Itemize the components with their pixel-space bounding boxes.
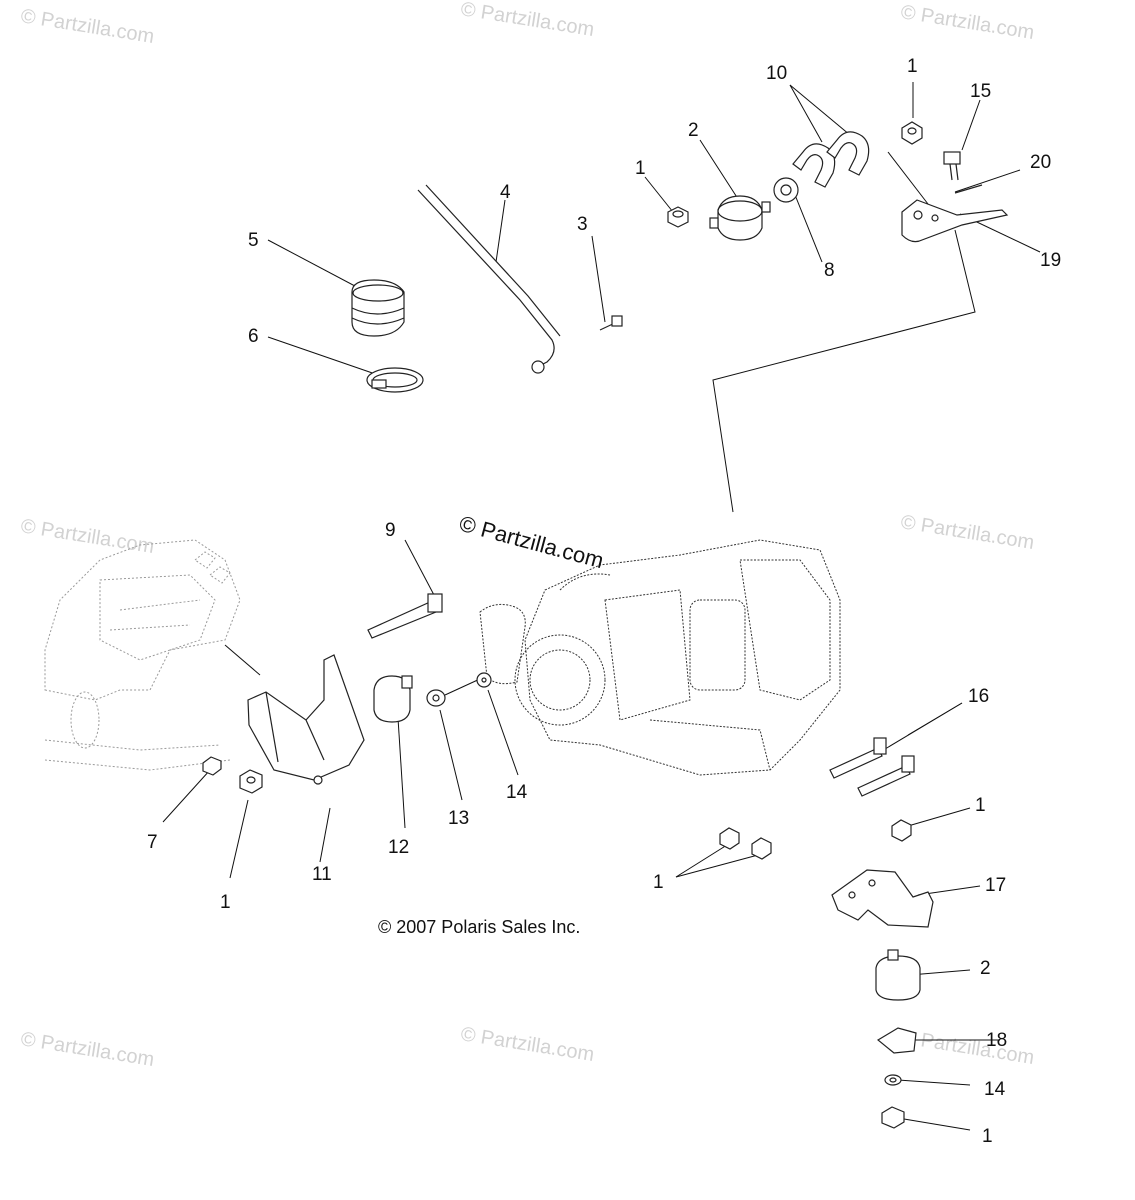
callout-label: 1 — [975, 795, 986, 816]
rubber-mount-part — [875, 949, 921, 1001]
rubber-mount-part — [709, 195, 771, 241]
callout-label: 2 — [980, 958, 991, 979]
plate-part — [876, 1027, 917, 1054]
nut-part — [891, 819, 912, 842]
callout-label: 2 — [688, 120, 699, 141]
nut-part — [881, 1106, 905, 1129]
callout-label: 12 — [388, 837, 409, 858]
callout-label: 3 — [577, 214, 588, 235]
callout-label: 13 — [448, 808, 469, 829]
rubber-mount-part — [373, 675, 413, 723]
copyright-text: © 2007 Polaris Sales Inc. — [378, 917, 580, 937]
washer-part — [476, 672, 492, 688]
long-bolt-part — [829, 737, 915, 797]
callout-label: 1 — [635, 158, 646, 179]
clamp-part — [366, 367, 424, 393]
watermark-main: © Partzilla.com — [457, 511, 607, 574]
watermark: © Partzilla.com — [899, 511, 1036, 554]
callout-label: 11 — [312, 864, 332, 885]
washer-part — [773, 177, 799, 203]
frame-ghost-drawing — [44, 539, 241, 771]
washer-part — [426, 689, 446, 707]
callout-label: 18 — [986, 1030, 1007, 1051]
callout-label: 7 — [147, 832, 158, 853]
nut-part — [667, 206, 689, 228]
mount-bracket-part — [831, 869, 934, 928]
bracket-part — [901, 199, 1009, 243]
watermark: © Partzilla.com — [459, 0, 596, 41]
callout-label: 19 — [1040, 250, 1061, 271]
callout-label: 16 — [968, 686, 989, 707]
nut-part — [719, 827, 772, 860]
callout-label: 20 — [1030, 152, 1051, 173]
boot-part — [351, 279, 405, 337]
mount-bracket-part — [247, 654, 365, 785]
leader-lines — [162, 82, 1041, 1131]
callout-label: 15 — [970, 81, 991, 102]
callout-label: 9 — [385, 520, 396, 541]
callout-label: 1 — [220, 892, 231, 913]
callout-label: 1 — [982, 1126, 993, 1147]
rod-part — [417, 184, 561, 374]
shim-part — [792, 131, 870, 188]
callout-label: 14 — [984, 1079, 1006, 1100]
bolt-part — [599, 315, 623, 331]
callout-labels: 1 2 3 4 5 6 10 8 1 15 20 19 9 7 1 11 12 … — [147, 56, 1061, 1147]
callout-label: 5 — [248, 230, 259, 251]
watermark: © Partzilla.com — [19, 515, 156, 558]
nut-part — [239, 769, 263, 794]
callout-label: 4 — [500, 182, 511, 203]
long-bolt-part — [367, 593, 443, 639]
nut-part — [901, 121, 923, 145]
callout-label: 1 — [907, 56, 918, 77]
engine-drawing — [479, 539, 841, 776]
callout-label: 14 — [506, 782, 528, 803]
watermark: © Partzilla.com — [899, 1026, 1036, 1069]
callout-label: 6 — [248, 326, 259, 347]
watermark: © Partzilla.com — [899, 1, 1036, 44]
callout-label: 1 — [653, 872, 664, 893]
nut-part — [202, 756, 222, 776]
watermark: © Partzilla.com — [19, 5, 156, 48]
parts — [202, 121, 1009, 1129]
callout-label: 17 — [985, 875, 1006, 896]
watermark: © Partzilla.com — [19, 1028, 156, 1071]
bolt-part — [943, 151, 961, 181]
watermark: © Partzilla.com — [459, 1023, 596, 1066]
pin-part — [954, 184, 983, 194]
callout-label: 10 — [766, 63, 787, 84]
washer-part — [884, 1074, 902, 1086]
callout-label: 8 — [824, 260, 835, 281]
